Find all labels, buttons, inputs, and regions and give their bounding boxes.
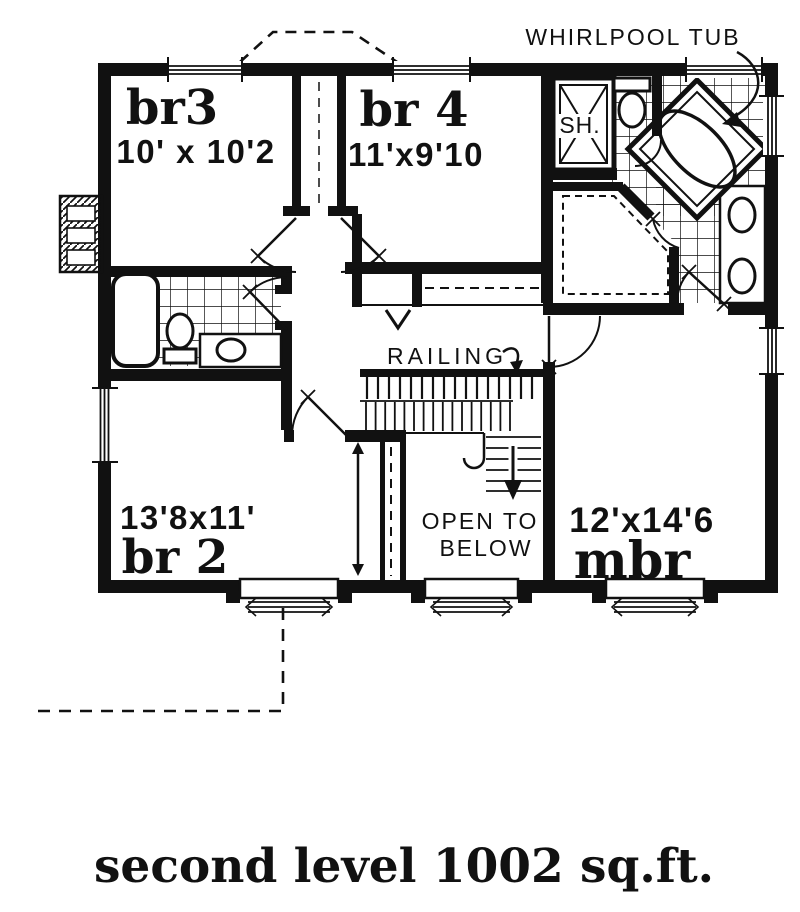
door-br4	[340, 217, 387, 273]
door-br2	[290, 389, 348, 437]
room-dims-br3: 10' x 10'2	[116, 133, 275, 170]
window-br4	[392, 57, 471, 82]
whirlpool-pointer-arrow-icon	[722, 50, 760, 127]
door-walk-in-closet	[645, 211, 680, 249]
master-bathroom-fixtures	[550, 75, 757, 295]
room-dims-br2: 13'8x11'	[120, 499, 256, 536]
room-label-br3: br3	[126, 80, 218, 136]
lower-roof-dashed-outline	[30, 608, 285, 713]
door-hall-bath	[242, 275, 288, 331]
door-master-bath	[675, 264, 732, 312]
window-right-upper	[759, 95, 784, 157]
wall-left	[98, 63, 111, 593]
sink	[215, 337, 247, 363]
bay-window-br2	[226, 577, 352, 617]
stair-railing	[360, 369, 543, 377]
newel-curl	[462, 433, 486, 470]
door-br3	[250, 217, 297, 273]
window-master-bath	[685, 57, 763, 82]
br2-closet-door	[352, 442, 364, 576]
hall-bath-north-wall	[111, 266, 283, 277]
toilet-tank	[162, 347, 198, 365]
shower-stall	[550, 75, 617, 173]
window-mbr-right	[759, 327, 784, 375]
railing-label: RAILING	[387, 343, 507, 369]
bay-window-mbr	[592, 577, 718, 617]
room-label-mbr: mbr	[574, 531, 692, 591]
railing-pointer-arrow-icon	[502, 347, 523, 374]
sink	[727, 257, 757, 295]
window-br3	[167, 57, 243, 82]
shower-label: SH.	[559, 112, 600, 138]
sink	[727, 196, 757, 234]
hall-bathroom-fixtures	[111, 272, 283, 369]
windows	[92, 57, 784, 463]
dormer-roof-dashed-outline	[239, 30, 398, 64]
down-chevron-icon	[384, 309, 412, 331]
closet-shelf-dashed-outline	[562, 195, 669, 295]
interior-walls	[111, 76, 765, 580]
toilet-tank	[612, 76, 652, 93]
bathtub	[111, 272, 160, 368]
toilet-bowl	[165, 312, 195, 350]
window-br2-left	[92, 387, 118, 463]
room-dims-mbr: 12'x14'6	[569, 501, 714, 540]
doors	[242, 211, 732, 576]
hall-bath-south-wall	[111, 369, 291, 381]
open-to-below-label-line1: OPEN TO	[422, 508, 539, 534]
plan-caption: second level 1002 sq.ft.	[94, 839, 714, 894]
text-labels: br3 10' x 10'2 br 4 11'x9'10 WHIRLPOOL T…	[94, 24, 740, 894]
room-label-br4: br 4	[360, 82, 469, 138]
br4-south-wall	[345, 262, 552, 274]
toilet-bowl	[617, 91, 647, 129]
whirlpool-tub-label: WHIRLPOOL TUB	[525, 24, 740, 50]
room-dims-br4: 11'x9'10	[348, 136, 484, 173]
staircase	[360, 369, 543, 500]
room-label-br2: br 2	[122, 530, 229, 585]
tub-basin	[657, 109, 737, 189]
open-to-below-label-line2: BELOW	[439, 535, 532, 561]
stair-down-arrow-icon	[504, 446, 522, 500]
landing-and-bridge	[352, 287, 543, 331]
chimney	[58, 194, 104, 274]
bay-windows	[226, 577, 718, 617]
bay-window-center	[411, 577, 532, 617]
door-mbr	[541, 315, 601, 375]
